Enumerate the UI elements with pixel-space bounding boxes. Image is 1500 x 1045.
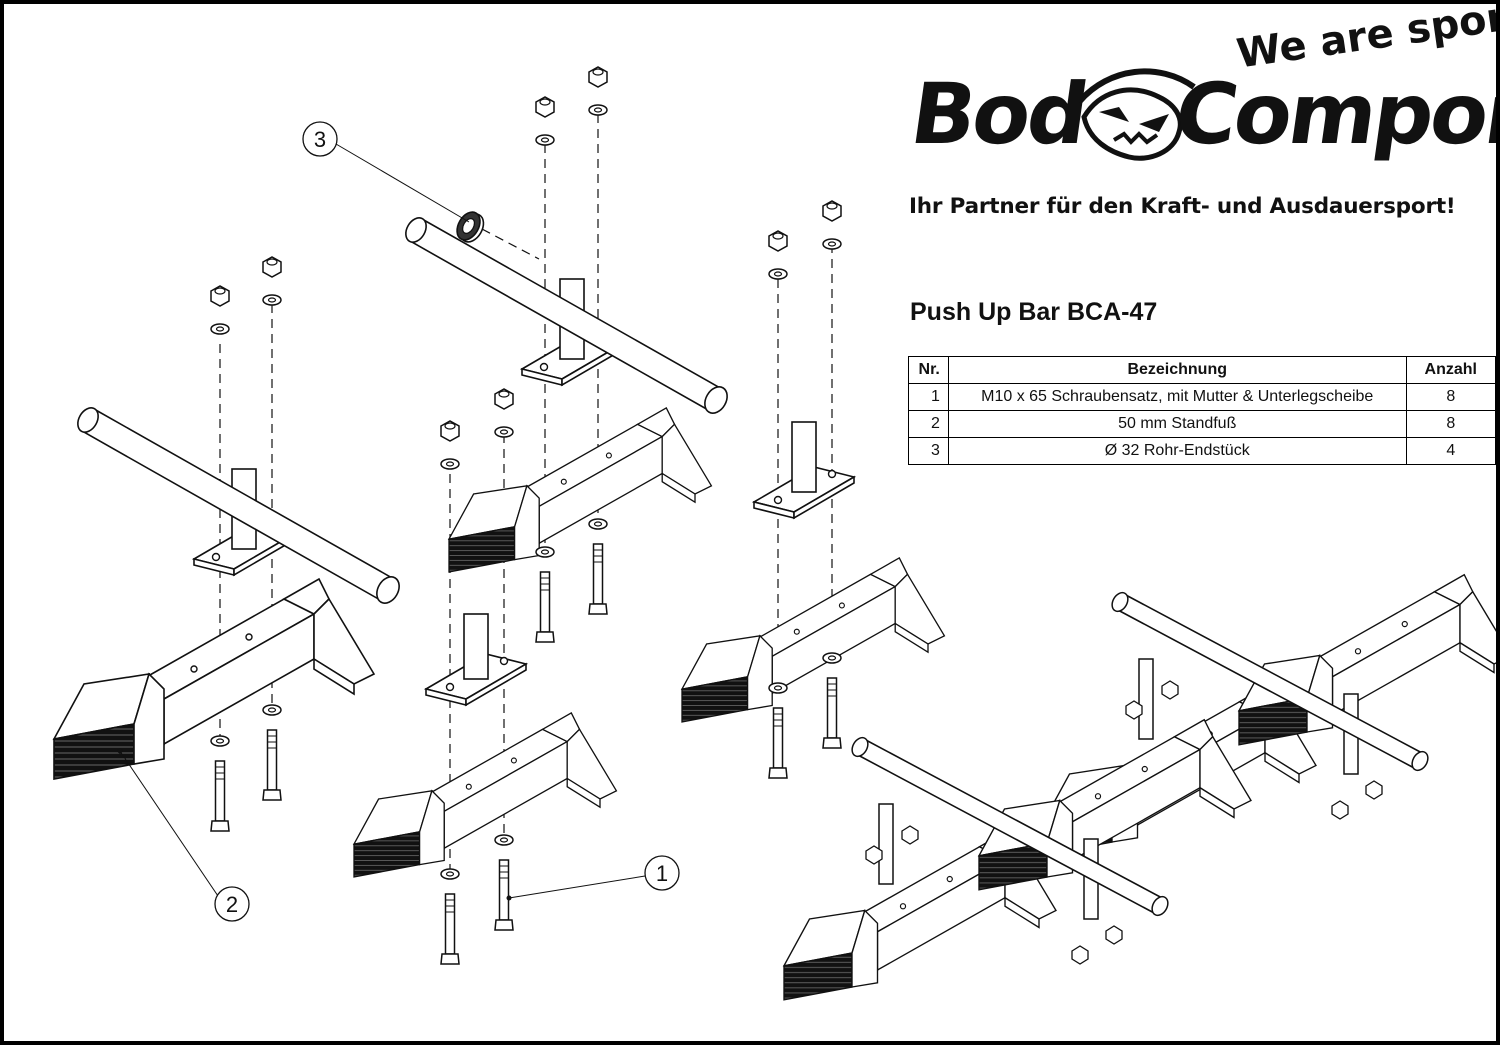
- row-nr: 3: [908, 437, 949, 465]
- header-nr: Nr.: [908, 356, 949, 384]
- brand-logo: Bod Compony We are sport!: [904, 4, 1496, 182]
- brand-tagline: Ihr Partner für den Kraft- und Ausdauers…: [909, 194, 1456, 219]
- row-description: M10 x 65 Schraubensatz, mit Mutter & Unt…: [947, 383, 1407, 411]
- callout-2: 2: [117, 748, 250, 922]
- header-quantity: Anzahl: [1405, 356, 1496, 384]
- callout-1-label: 1: [656, 861, 668, 886]
- table-row: 1 M10 x 65 Schraubensatz, mit Mutter & U…: [908, 383, 1496, 411]
- table-row: 3 Ø 32 Rohr-Endstück 4: [908, 437, 1496, 465]
- logo-mascot-icon: [1079, 68, 1196, 161]
- row-nr: 1: [908, 383, 949, 411]
- parts-list-table: Nr. Bezeichnung Anzahl 1 M10 x 65 Schrau…: [908, 356, 1496, 465]
- row-quantity: 4: [1405, 437, 1496, 465]
- logo-word-right: Compony: [1169, 65, 1500, 163]
- callout-1: 1: [506, 855, 680, 901]
- table-header-row: Nr. Bezeichnung Anzahl: [908, 356, 1496, 384]
- callout-2-label: 2: [226, 892, 238, 917]
- row-description: Ø 32 Rohr-Endstück: [947, 437, 1407, 465]
- header-description: Bezeichnung: [947, 356, 1407, 384]
- row-quantity: 8: [1405, 383, 1496, 411]
- row-quantity: 8: [1405, 410, 1496, 438]
- table-row: 2 50 mm Standfuß 8: [908, 410, 1496, 438]
- callout-3: 3: [302, 121, 470, 223]
- row-nr: 2: [908, 410, 949, 438]
- row-description: 50 mm Standfuß: [947, 410, 1407, 438]
- callout-3-label: 3: [314, 127, 326, 152]
- product-title: Push Up Bar BCA-47: [910, 298, 1158, 326]
- logo-word-left: Bod: [905, 65, 1092, 163]
- exploded-assembly-drawing: 3 2 1: [53, 66, 1500, 1045]
